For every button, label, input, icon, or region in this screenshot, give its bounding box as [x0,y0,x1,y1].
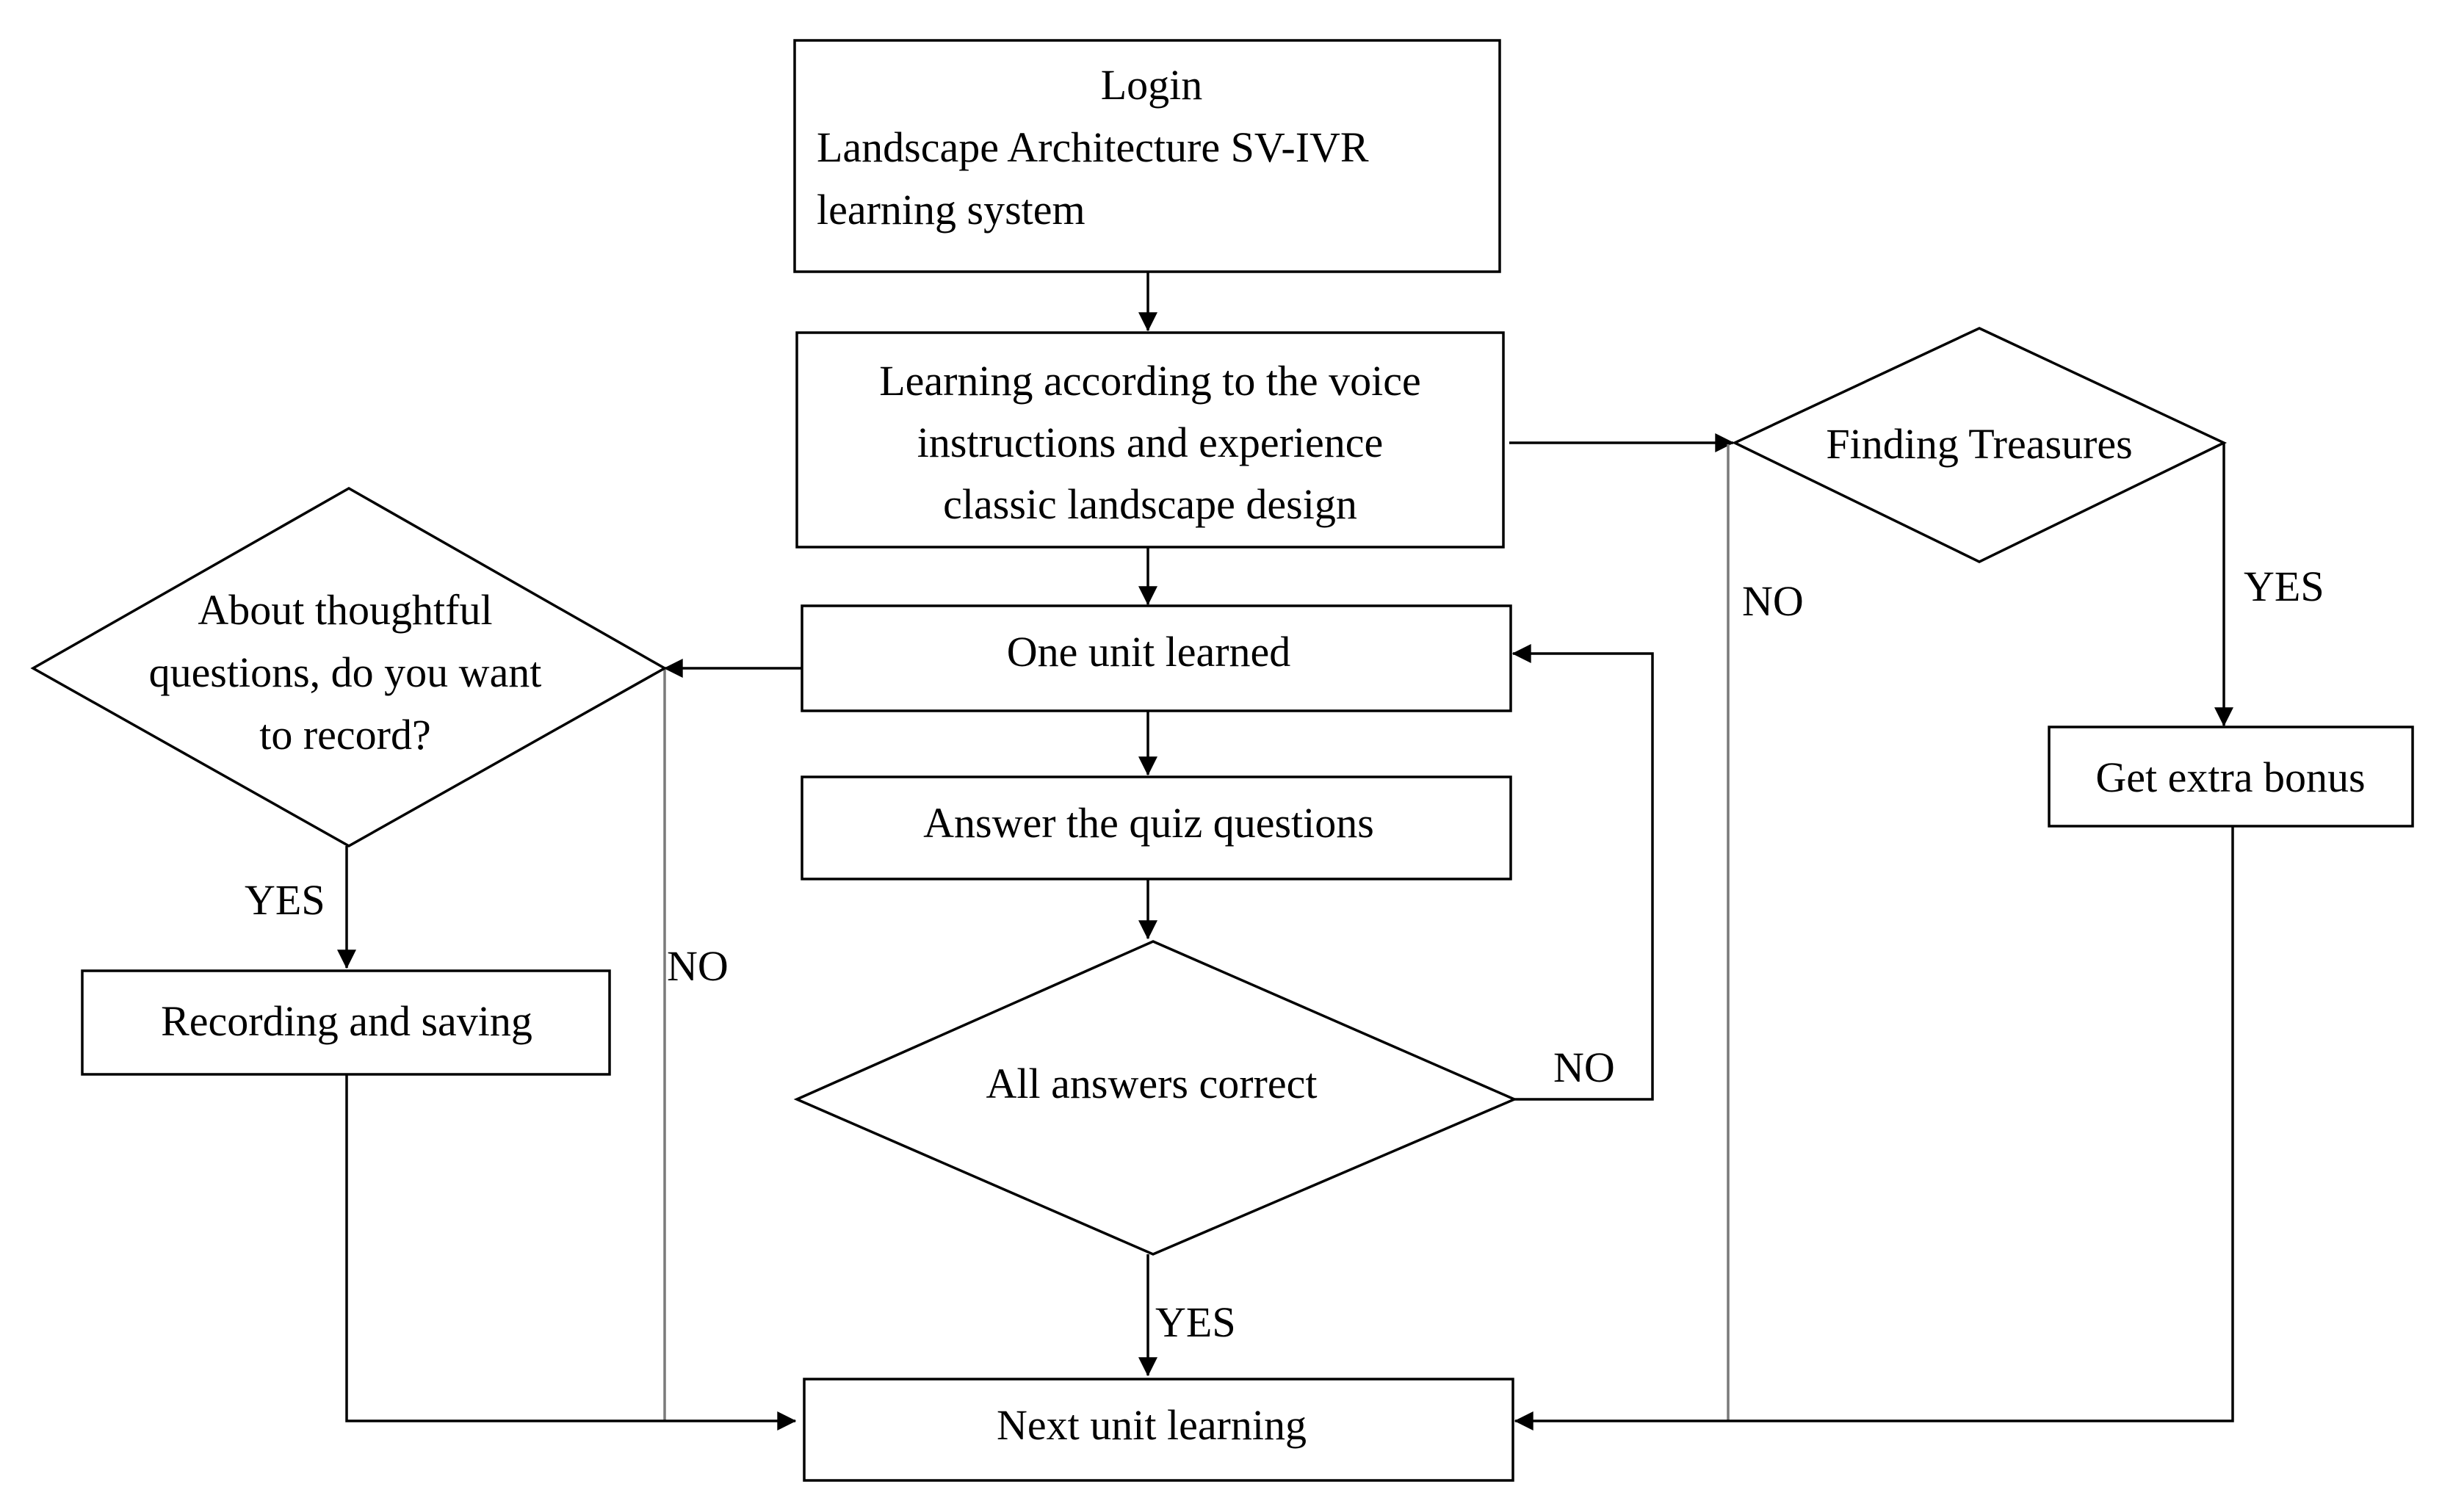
edge-bonus-to-next [1514,826,2234,1430]
node-get-extra-bonus: Get extra bonus [2048,726,2414,828]
node-login: Login Landscape Architecture SV-IVR lear… [793,39,1501,273]
node-bonus-text: Get extra bonus [2095,753,2365,801]
node-quiz-text: Answer the quiz questions [923,799,1374,847]
label-correct-no: NO [1553,1043,1615,1091]
node-next-unit-learning: Next unit learning [803,1378,1514,1482]
node-recording-and-saving: Recording and saving [81,969,611,1076]
node-learning: Learning according to the voice instruct… [795,331,1505,549]
node-thoughtful-questions: About thoughtful questions, do you want … [30,486,668,848]
node-learning-line-3: classic landscape design [943,480,1357,528]
node-unit-text: One unit learned [1007,628,1291,676]
node-next-text: Next unit learning [997,1401,1307,1449]
node-thoughtful-line-1: About thoughtful [198,586,492,634]
node-thoughtful-line-2: questions, do you want [149,648,542,696]
node-correct-text: All answers correct [986,1060,1318,1107]
label-correct-yes: YES [1155,1298,1236,1346]
edge-correct-no-loop [1511,644,1654,1101]
node-learning-line-1: Learning according to the voice [879,357,1421,405]
label-finding-no: NO [1742,577,1804,625]
edge-recording-to-next [345,1074,797,1430]
node-recording-text: Recording and saving [161,997,532,1045]
node-finding-text: Finding Treasures [1826,420,2132,468]
label-thoughtful-no: NO [667,942,729,990]
node-login-line-1: Login [1101,61,1203,109]
label-finding-yes: YES [2244,563,2324,610]
node-finding-treasures: Finding Treasures [1731,327,2228,563]
node-login-line-3: learning system [817,186,1085,234]
node-learning-line-2: instructions and experience [917,419,1384,466]
node-all-answers-correct: All answers correct [793,940,1518,1256]
label-thoughtful-yes: YES [245,876,325,924]
node-one-unit-learned: One unit learned [801,604,1512,712]
node-answer-quiz: Answer the quiz questions [801,775,1512,880]
node-login-line-2: Landscape Architecture SV-IVR [817,123,1369,171]
node-thoughtful-line-3: to record? [259,711,430,759]
